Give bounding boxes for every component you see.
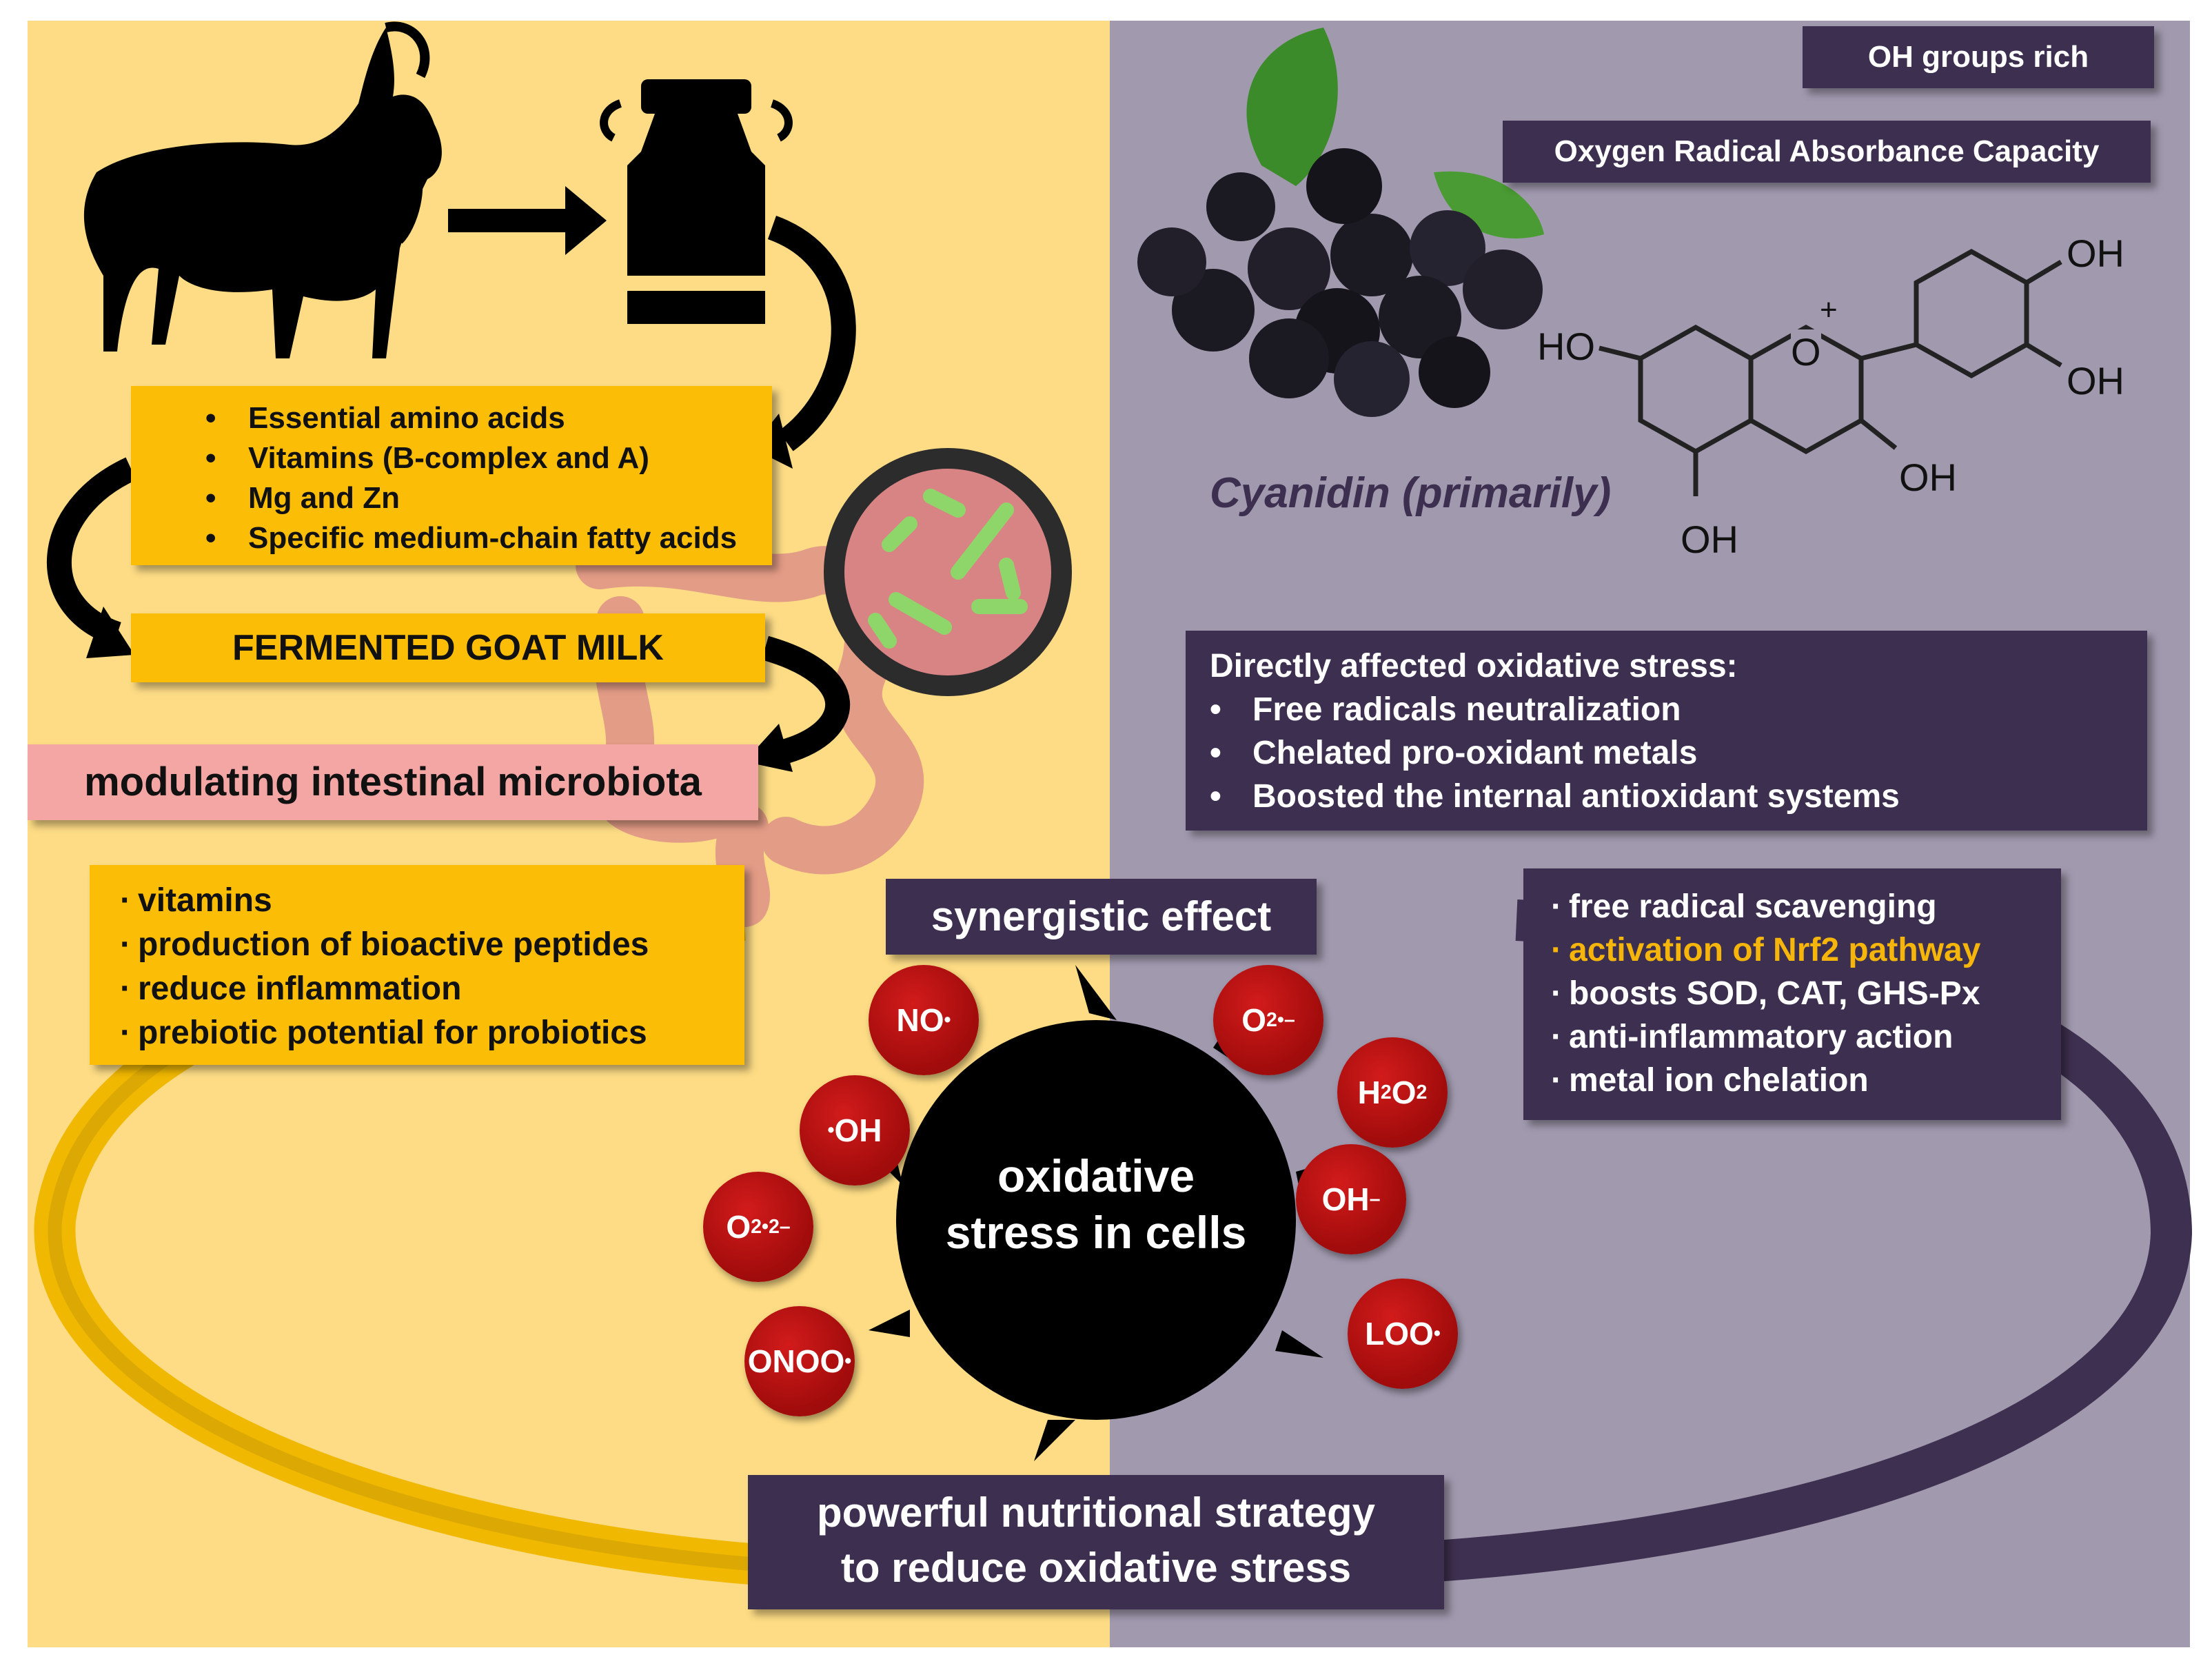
benefit-item: production of bioactive peptides — [120, 923, 744, 967]
goat-to-can-arrowhead — [565, 186, 607, 255]
direct-effect-item: Free radicals neutralization — [1210, 688, 2147, 731]
radical-peroxynitrite: ONOO• — [744, 1306, 855, 1416]
structure-plus: + — [1820, 293, 1838, 327]
cyanidin-structure — [1599, 248, 2062, 496]
microbiota-petri-dish — [824, 448, 1072, 696]
aronia-berries — [1137, 28, 1544, 417]
nutritional-strategy-box: powerful nutritional strategy to reduce … — [748, 1475, 1444, 1609]
direct-effect-item: Boosted the internal antioxidant systems — [1210, 775, 2147, 818]
direct-effects-box: Directly affected oxidative stress: Free… — [1186, 631, 2147, 831]
arrowhead-1 — [751, 414, 793, 469]
benefit-item: vitamins — [120, 879, 744, 923]
aronia-actions-box: free radical scavenging activation of Nr… — [1523, 868, 2061, 1120]
nutrients-box: Essential amino acids Vitamins (B-comple… — [131, 386, 772, 565]
flow-arrows — [46, 216, 856, 764]
strategy-line1: powerful nutritional strategy — [816, 1489, 1376, 1536]
action-item-highlighted: activation of Nrf2 pathway — [1551, 928, 2061, 972]
goat-silhouette — [83, 21, 442, 358]
nutrient-item: Mg and Zn — [205, 478, 772, 518]
milk-can-icon — [600, 79, 793, 324]
action-item: anti-inflammatory action — [1551, 1015, 2061, 1059]
synergistic-effect-label: synergistic effect — [886, 879, 1317, 955]
action-item: free radical scavenging — [1551, 885, 2061, 928]
structure-oxygen: O — [1791, 329, 1821, 374]
nutrient-item: Vitamins (B-complex and A) — [205, 438, 772, 478]
benefit-item: prebiotic potential for probiotics — [120, 1011, 744, 1055]
nutrient-item: Specific medium-chain fatty acids — [205, 518, 772, 558]
structure-oh-right: OH — [2067, 359, 2124, 403]
direct-effect-item: Chelated pro-oxidant metals — [1210, 731, 2147, 775]
strategy-line2: to reduce oxidative stress — [840, 1545, 1352, 1591]
goat-milk-panel — [28, 21, 1110, 1647]
radical-nitric-oxide: NO• — [869, 965, 979, 1075]
radical-hydroxide: OH– — [1296, 1144, 1406, 1254]
oh-groups-label: OH groups rich — [1803, 26, 2154, 88]
action-item: boosts SOD, CAT, GHS-Px — [1551, 972, 2061, 1015]
radical-hydroxyl: •OH — [800, 1075, 910, 1186]
goat-milk-benefits-box: vitamins production of bioactive peptide… — [90, 865, 744, 1065]
fermented-goat-milk-label: FERMENTED GOAT MILK — [131, 613, 765, 682]
structure-ho: HO — [1537, 325, 1595, 368]
structure-oh-top: OH — [2067, 232, 2124, 275]
action-item: metal ion chelation — [1551, 1059, 2061, 1102]
radical-lipid-peroxyl: LOO• — [1348, 1279, 1458, 1389]
cyanidin-label: Cyanidin (primarily) — [1210, 469, 1612, 517]
nutrient-item: Essential amino acids — [205, 398, 772, 438]
orac-label: Oxygen Radical Absorbance Capacity — [1503, 121, 2151, 183]
direct-effects-title: Directly affected oxidative stress: — [1210, 648, 1738, 684]
oxidative-stressed-cell — [862, 965, 1344, 1461]
arrowhead-2 — [86, 607, 134, 658]
cell-label-line1: oxidative — [997, 1150, 1195, 1201]
benefit-item: reduce inflammation — [120, 967, 744, 1011]
structure-oh-bottom: OH — [1681, 518, 1738, 561]
cell-label-line2: stress in cells — [945, 1207, 1247, 1258]
structure-oh-bottom-right: OH — [1899, 456, 1957, 499]
cell-label: oxidative stress in cells — [896, 1148, 1296, 1261]
microbiota-label: modulating intestinal microbiota — [28, 744, 758, 820]
